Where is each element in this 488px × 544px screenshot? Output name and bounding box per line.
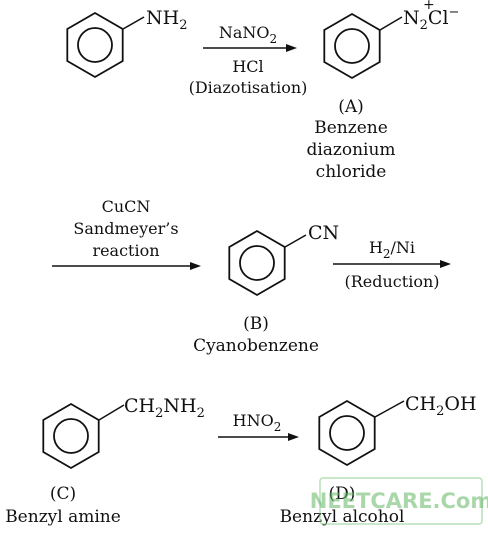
step-2-sandmeyer: CuCN Sandmeyer’s reaction — [52, 197, 201, 270]
compound-c-structure: CH2NH2 (C) Benzyl amine — [5, 395, 205, 527]
step-2-reaction-word: reaction — [92, 241, 159, 260]
compound-a-label: (A) — [338, 97, 364, 117]
diazonium-group: N2Cl− — [403, 5, 459, 33]
step-2-reagent: CuCN — [102, 197, 151, 216]
benzene-ring — [323, 13, 381, 79]
compound-b-structure: CN (B) Cyanobenzene — [193, 222, 339, 356]
step-1-acid: HCl — [232, 57, 263, 76]
benzene-ring — [66, 12, 124, 78]
nitrile-group: CN — [308, 222, 339, 244]
hydroxymethyl-group: CH2OH — [405, 393, 477, 419]
step-3-reduction: H2/Ni (Reduction) — [333, 238, 451, 291]
diazonium-charge: + — [423, 0, 435, 13]
benzene-ring — [42, 403, 100, 469]
watermark: NEETCARE.Com — [310, 477, 488, 525]
step-4-nitrous-acid: HNO2 — [218, 411, 299, 441]
step-1-reagent: NaNO2 — [219, 23, 277, 46]
step-3-condition: (Reduction) — [345, 272, 440, 291]
benzene-ring — [228, 230, 286, 296]
compound-d-name: Benzyl alcohol — [280, 507, 405, 527]
compound-c-name: Benzyl amine — [5, 507, 121, 527]
compound-a-name-line-3: chloride — [316, 162, 387, 182]
step-3-reagent: H2/Ni — [369, 238, 415, 261]
compound-c-label: (C) — [50, 484, 76, 504]
compound-a-name-line-1: Benzene — [314, 118, 388, 138]
compound-a-structure: N2Cl− + (A) Benzene diazonium chloride — [306, 0, 459, 182]
compound-a-name-line-2: diazonium — [306, 140, 395, 160]
step-1-diazotisation: NaNO2 HCl (Diazotisation) — [189, 23, 308, 97]
compound-b-name: Cyanobenzene — [193, 336, 319, 356]
benzene-ring — [318, 400, 376, 466]
aniline-group: NH2 — [146, 7, 187, 33]
compound-d-structure: CH2OH (D) Benzyl alcohol — [280, 393, 477, 527]
compound-b-label: (B) — [243, 314, 269, 334]
step-1-condition: (Diazotisation) — [189, 78, 308, 97]
compound-d-label: (D) — [329, 484, 356, 504]
step-4-reagent: HNO2 — [233, 411, 282, 434]
aniline-structure: NH2 — [66, 7, 187, 78]
watermark-text: NEETCARE.Com — [310, 489, 488, 513]
aminomethyl-group: CH2NH2 — [124, 395, 205, 421]
step-2-reaction-name: Sandmeyer’s — [73, 219, 178, 238]
